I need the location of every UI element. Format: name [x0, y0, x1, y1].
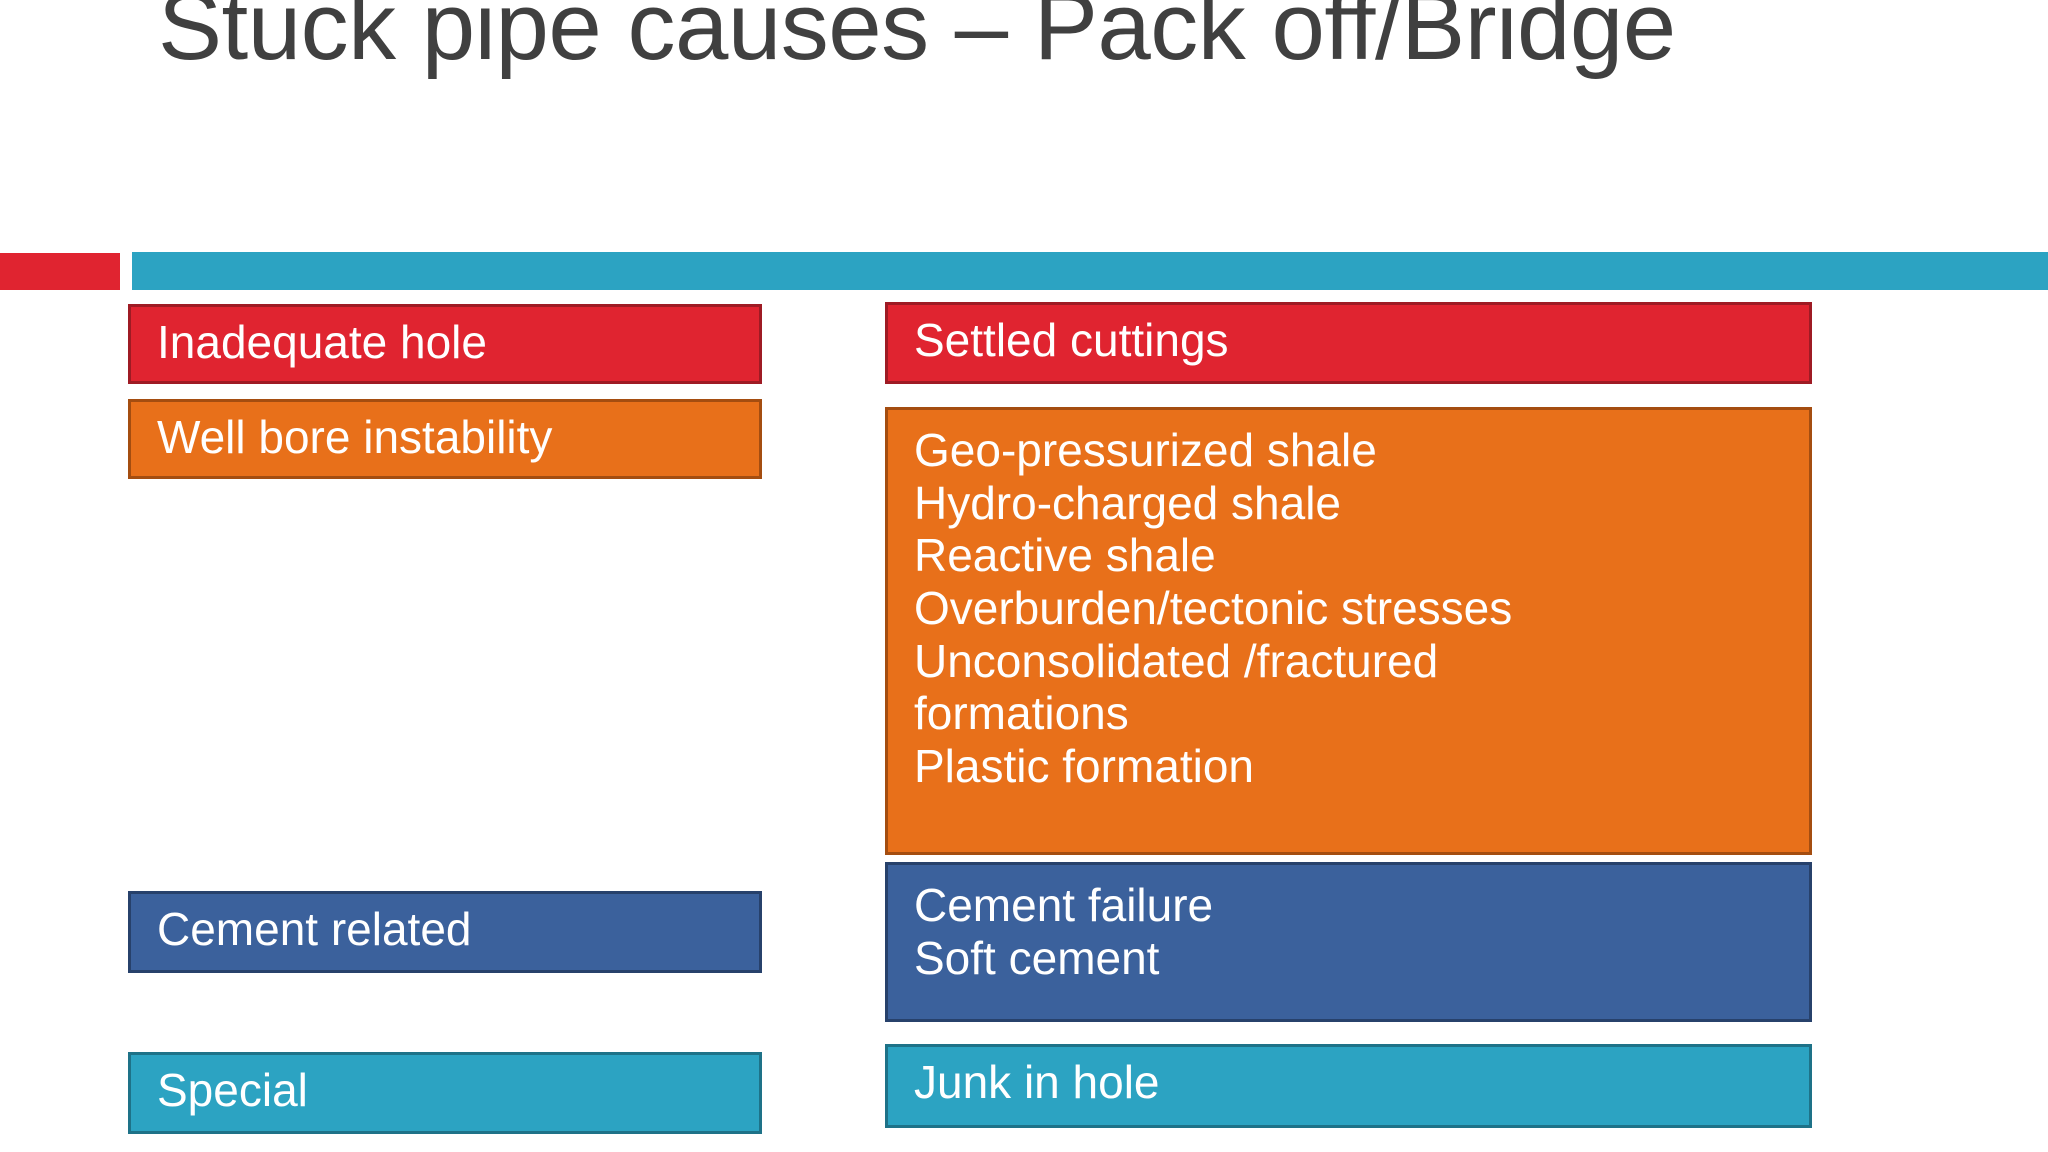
category-box-inadequate-hole[interactable]: Inadequate hole — [128, 304, 762, 384]
detail-label: Junk in hole — [914, 1056, 1160, 1108]
accent-bar-red — [0, 253, 120, 290]
detail-box-junk-in-hole[interactable]: Junk in hole — [885, 1044, 1812, 1128]
category-label: Well bore instability — [157, 411, 553, 463]
divider-bar-teal — [132, 252, 2048, 290]
category-label: Special — [157, 1064, 308, 1116]
detail-list-text: Cement failure Soft cement — [914, 879, 1214, 984]
detail-box-settled-cuttings[interactable]: Settled cuttings — [885, 302, 1812, 384]
category-box-cement-related[interactable]: Cement related — [128, 891, 762, 973]
category-label: Inadequate hole — [157, 316, 487, 368]
page-title: Stuck pipe causes – Pack off/Bridge — [158, 0, 1676, 80]
category-box-special[interactable]: Special — [128, 1052, 762, 1134]
category-box-wellbore-instability[interactable]: Well bore instability — [128, 399, 762, 479]
detail-box-cement-list[interactable]: Cement failure Soft cement — [885, 862, 1812, 1022]
detail-list-text: Geo-pressurized shale Hydro-charged shal… — [914, 424, 1513, 792]
detail-box-formation-list[interactable]: Geo-pressurized shale Hydro-charged shal… — [885, 407, 1812, 855]
category-label: Cement related — [157, 903, 472, 955]
detail-label: Settled cuttings — [914, 314, 1229, 366]
